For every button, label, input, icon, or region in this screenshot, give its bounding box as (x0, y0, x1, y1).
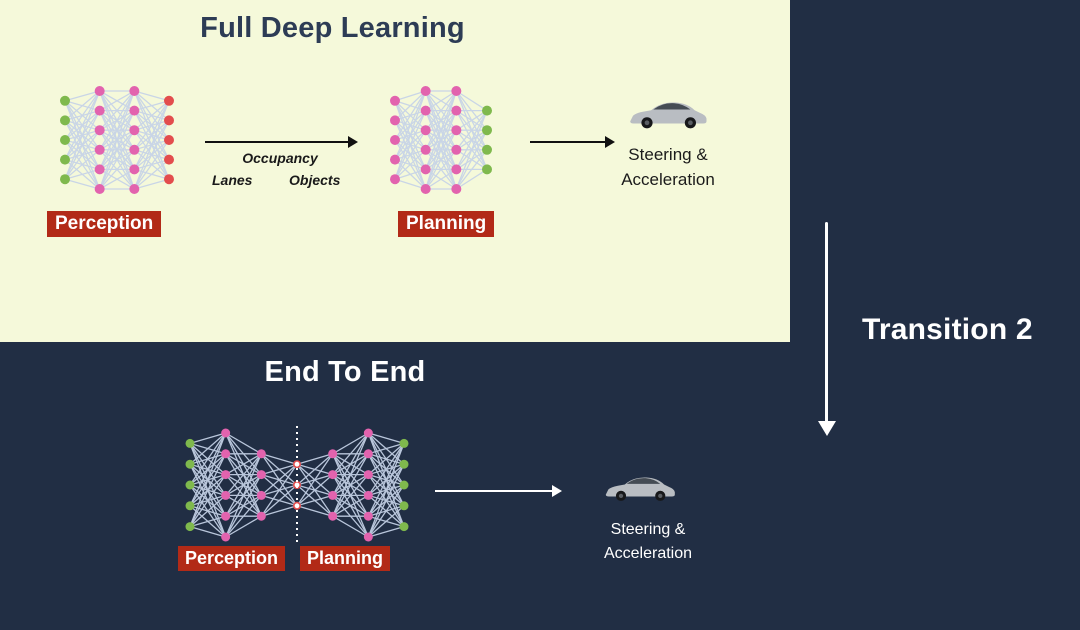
transition-arrow (817, 222, 836, 436)
car-icon-bottom (602, 466, 678, 508)
bottom-perception-label: Perception (178, 546, 286, 571)
perception-to-planning-arrow (205, 136, 358, 148)
arrow-caption-occupancy: Occupancy (242, 150, 318, 166)
planning-to-car-arrow (530, 136, 615, 148)
perception-network (58, 84, 176, 201)
car-icon (626, 90, 710, 136)
full-deep-learning-panel: Full Deep Learning Perception Occupancy … (0, 0, 790, 342)
perception-label: Perception (47, 211, 162, 237)
top-title: Full Deep Learning (200, 12, 465, 44)
arrow-caption-lanes: Lanes (212, 172, 253, 188)
arrow-caption-objects: Objects (289, 172, 341, 188)
bottom-title: End To End (264, 356, 426, 388)
planning-label: Planning (398, 211, 495, 237)
planning-network (388, 84, 494, 201)
transition-label: Transition 2 (862, 313, 1033, 346)
bottom-output-text: Steering & Acceleration (573, 518, 723, 566)
end-to-end-network (183, 426, 411, 549)
bottom-planning-label: Planning (300, 546, 390, 571)
bottom-output-line1: Steering & (610, 521, 686, 538)
top-output-line1: Steering & (628, 145, 708, 164)
top-output-line2: Acceleration (621, 170, 715, 189)
end-to-end-to-car-arrow (435, 485, 562, 497)
top-output-text: Steering & Acceleration (598, 142, 738, 192)
bottom-output-line2: Acceleration (603, 545, 693, 562)
